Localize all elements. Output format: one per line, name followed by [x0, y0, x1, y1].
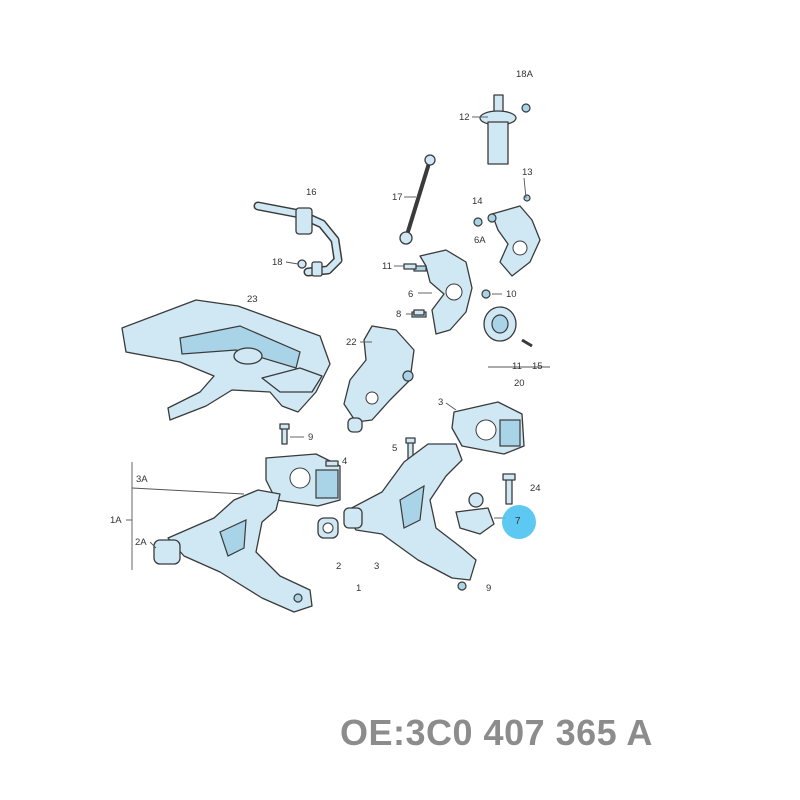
wheel-hub-part	[483, 306, 533, 348]
callout-11-upper: 11	[382, 261, 392, 272]
callout-17: 17	[392, 192, 403, 203]
bolt-11a	[403, 263, 417, 270]
callout-7: 7	[515, 516, 521, 527]
control-arm-1	[153, 489, 313, 613]
bolt-4	[325, 460, 339, 467]
subframe-part	[121, 299, 331, 421]
highlighted-callout-7: 7	[502, 505, 536, 539]
mounting-bracket-part	[343, 325, 415, 433]
callout-18a: 18A	[516, 69, 533, 80]
callout-1a: 1A	[110, 515, 122, 526]
stabilizer-link-part	[399, 154, 436, 245]
strut-part	[479, 94, 531, 165]
callout-16: 16	[306, 187, 317, 198]
callout-20: 20	[514, 378, 525, 389]
bushing-4	[265, 453, 341, 507]
callout-3a: 3A	[136, 474, 148, 485]
bushing-2	[317, 517, 339, 539]
callout-3-upper: 3	[438, 397, 444, 408]
bolt-9a	[279, 423, 290, 445]
callout-11-lower: 11	[512, 361, 522, 372]
leader-lines	[126, 116, 550, 570]
callout-2: 2	[336, 561, 342, 572]
callout-6: 6	[408, 289, 414, 300]
callout-23: 23	[247, 294, 258, 305]
callout-13: 13	[522, 167, 533, 178]
callout-24: 24	[530, 483, 541, 494]
callout-22: 22	[346, 337, 357, 348]
callout-18: 18	[272, 257, 283, 268]
callout-5: 5	[392, 443, 398, 454]
callout-9-upper: 9	[308, 432, 314, 443]
callout-2a: 2A	[135, 537, 147, 548]
oe-part-number: OE:3C0 407 365 A	[340, 712, 653, 753]
bushing-3-upper	[451, 401, 525, 455]
control-arm-center	[343, 443, 477, 591]
steering-knuckle-6a	[487, 194, 541, 277]
callout-8: 8	[396, 309, 402, 320]
nut-14	[473, 217, 483, 227]
callout-6a: 6A	[474, 235, 486, 246]
ball-joint-7	[455, 492, 495, 535]
callout-1: 1	[356, 583, 362, 594]
bolt-8	[413, 309, 425, 316]
steering-knuckle-6	[411, 249, 491, 335]
callout-4: 4	[342, 456, 348, 467]
callout-14: 14	[472, 196, 483, 207]
callout-9-lower: 9	[486, 583, 492, 594]
callout-15: 15	[532, 361, 543, 372]
anti-roll-bar-part	[253, 201, 343, 277]
callout-10: 10	[506, 289, 517, 300]
callout-12: 12	[459, 112, 470, 123]
callout-3-lower: 3	[374, 561, 380, 572]
bolt-24	[502, 473, 516, 505]
